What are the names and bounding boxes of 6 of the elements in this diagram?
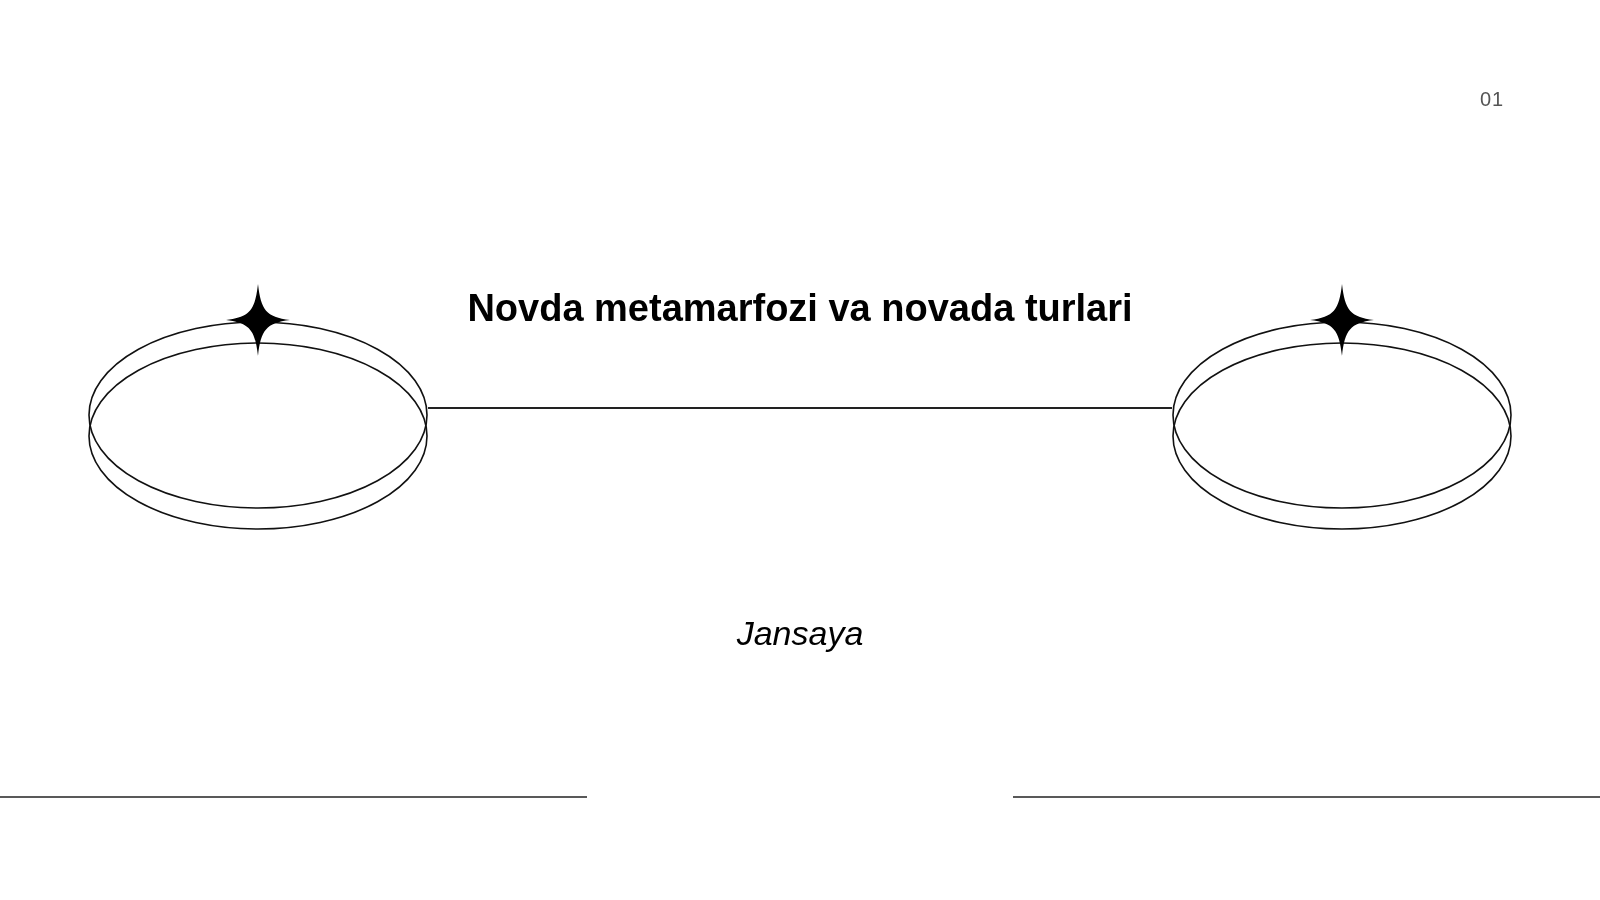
- author-name: Jansaya: [735, 614, 865, 653]
- double-ellipse: [1172, 320, 1512, 530]
- slide-title: Novda metamarfozi va novada turlari: [466, 286, 1134, 331]
- connector-line: [427, 407, 1173, 409]
- double-ellipse: [88, 320, 428, 530]
- page-number: 01: [1480, 88, 1505, 111]
